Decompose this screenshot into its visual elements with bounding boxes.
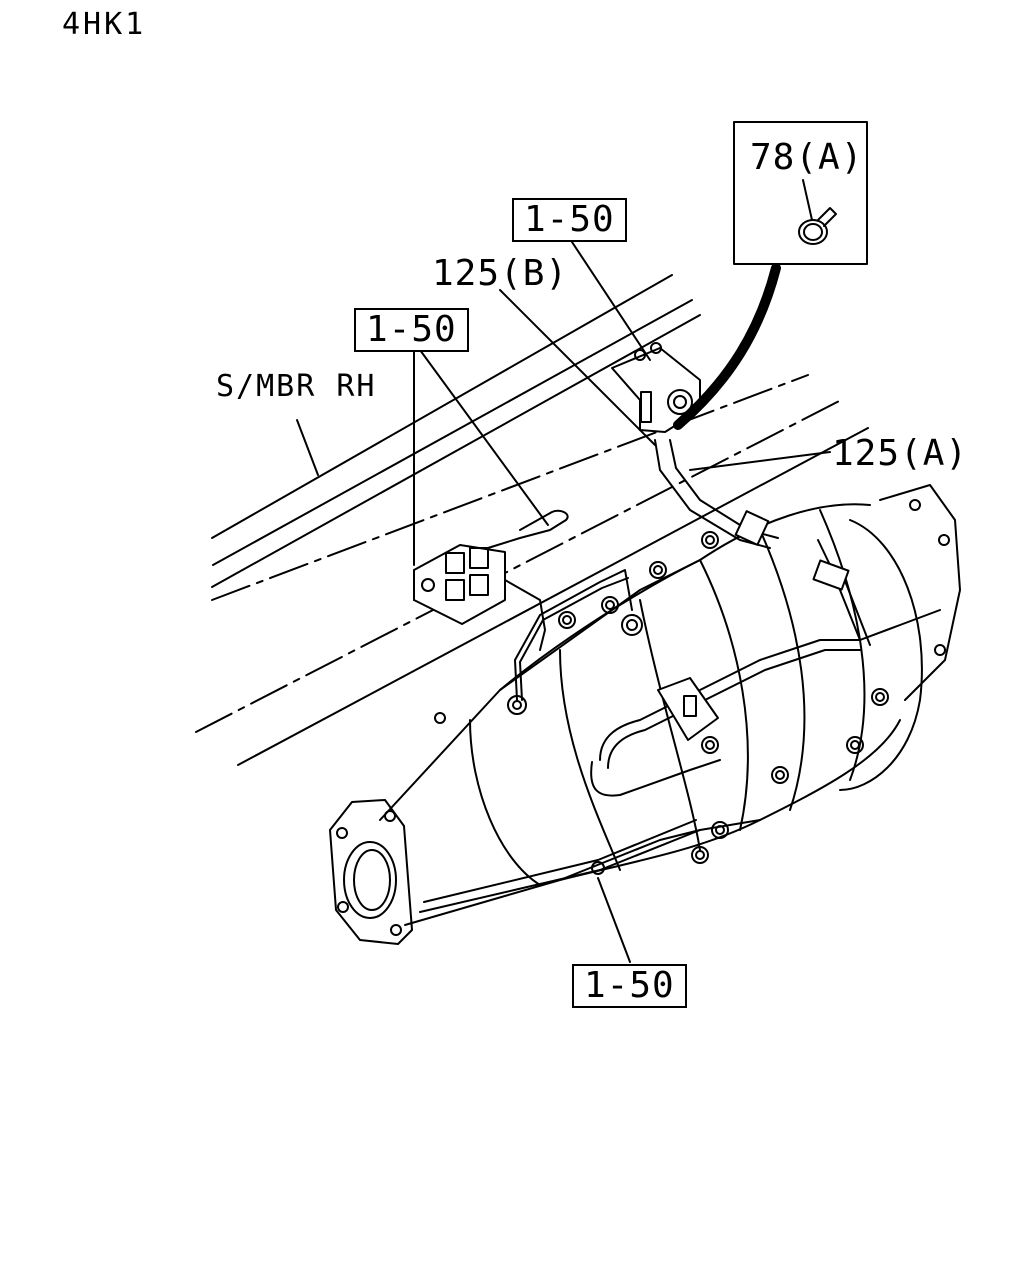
frame-side-member <box>195 274 869 766</box>
upper-sensor-bracket <box>611 342 701 433</box>
dpf-muffler-body <box>329 484 961 945</box>
hose-125a <box>654 439 850 591</box>
inset-leader-thick <box>673 263 781 430</box>
callout-ref-bottom[interactable]: 1-50 <box>572 964 687 1008</box>
callout-clamp-78a[interactable]: 78(A) <box>750 137 864 178</box>
callout-ref-left[interactable]: 1-50 <box>354 308 469 352</box>
pipe-clamp-bracket <box>657 677 719 741</box>
callout-ref-top[interactable]: 1-50 <box>512 198 627 242</box>
model-title: 4HK1 <box>62 7 147 42</box>
leader-lines <box>296 241 831 963</box>
callout-hose-125b[interactable]: 125(B) <box>432 253 569 294</box>
sensor-pipes <box>514 539 941 797</box>
callout-hose-125a[interactable]: 125(A) <box>832 433 969 474</box>
pressure-sensor-bracket <box>413 509 569 651</box>
clamp-inset-box <box>733 121 868 265</box>
frame-member-label: S/MBR RH <box>216 369 377 404</box>
